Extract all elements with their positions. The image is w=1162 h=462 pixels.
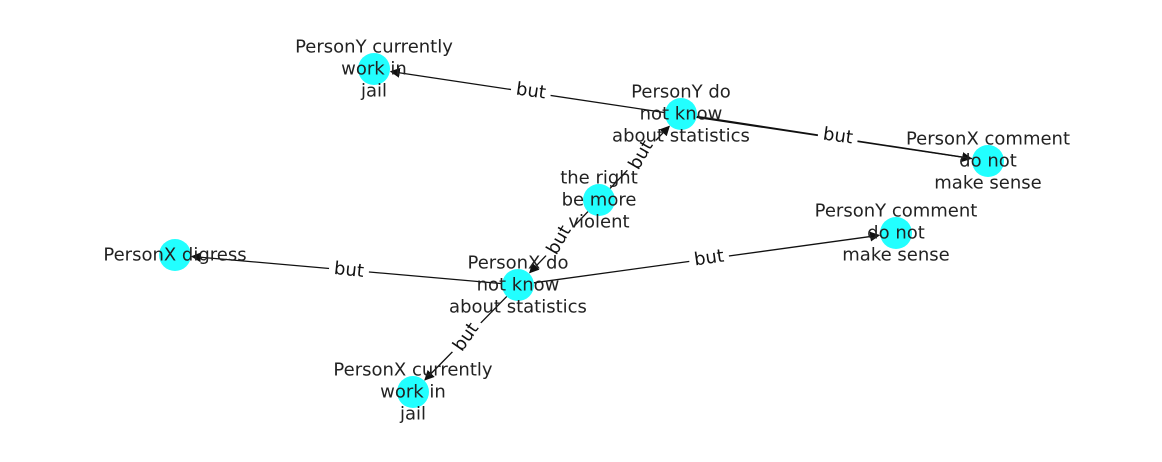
node-py_stats [665,98,697,130]
node-label-line: PersonX currently [333,360,492,381]
node-label-line: jail [360,81,387,102]
node-label-line: make sense [934,173,1041,194]
edge-label-text: but [822,124,855,149]
edge-label-text: but [693,246,726,271]
node-label-line: PersonX do [468,253,569,274]
node-label-line: PersonX digress [103,245,246,266]
edge-label-background [619,131,661,178]
node-px_jail [397,376,429,408]
node-px_comment [972,145,1004,177]
node-label-line: jail [399,404,426,425]
node-label-line: PersonY do [631,82,731,103]
edge-label-background [509,75,553,105]
node-label-line: work in [380,382,446,403]
edge-label-text: but [333,258,365,282]
node-label-line: PersonX comment [906,129,1070,150]
node-px_digress [159,239,191,271]
edge-label-background [816,120,860,150]
node-label-px_digress: PersonX digress [103,245,246,266]
edge-label-px_stats-to-px_jail: but [443,313,487,360]
node-label-line: not know [477,275,560,296]
edge-label-px_stats-to-py_comment: but [687,242,731,272]
node-label-line: PersonY currently [295,37,453,58]
nodes-layer [159,53,1004,408]
edge-label-px_stats-to-px_digress: but [327,254,371,284]
node-py_jail [358,53,390,85]
edge-label-background [327,254,371,284]
node-label-line: do not [867,223,925,244]
edge-label-text: but [515,79,548,104]
edge-label-background [537,216,579,263]
edge-label-background [443,313,487,360]
node-label-line: make sense [842,245,949,266]
edge-label-py_stats-to-px_comment: but [816,120,860,150]
node-label-line: PersonY comment [815,201,978,222]
node-label-line: violent [568,212,629,233]
node-label-line: the right [560,168,638,189]
node-label-line: about statistics [449,297,587,318]
node-py_comment [880,217,912,249]
edge-label-px_comment-to-py_jail: but [509,75,553,105]
node-label-line: be more [562,190,637,211]
node-px_stats [502,269,534,301]
node-label-line: work in [341,59,407,80]
node-label-line: about statistics [612,126,750,147]
edge-label-background [687,242,731,272]
node-right_violent [583,184,615,216]
node-label-line: do not [959,151,1017,172]
node-label-line: not know [640,104,723,125]
